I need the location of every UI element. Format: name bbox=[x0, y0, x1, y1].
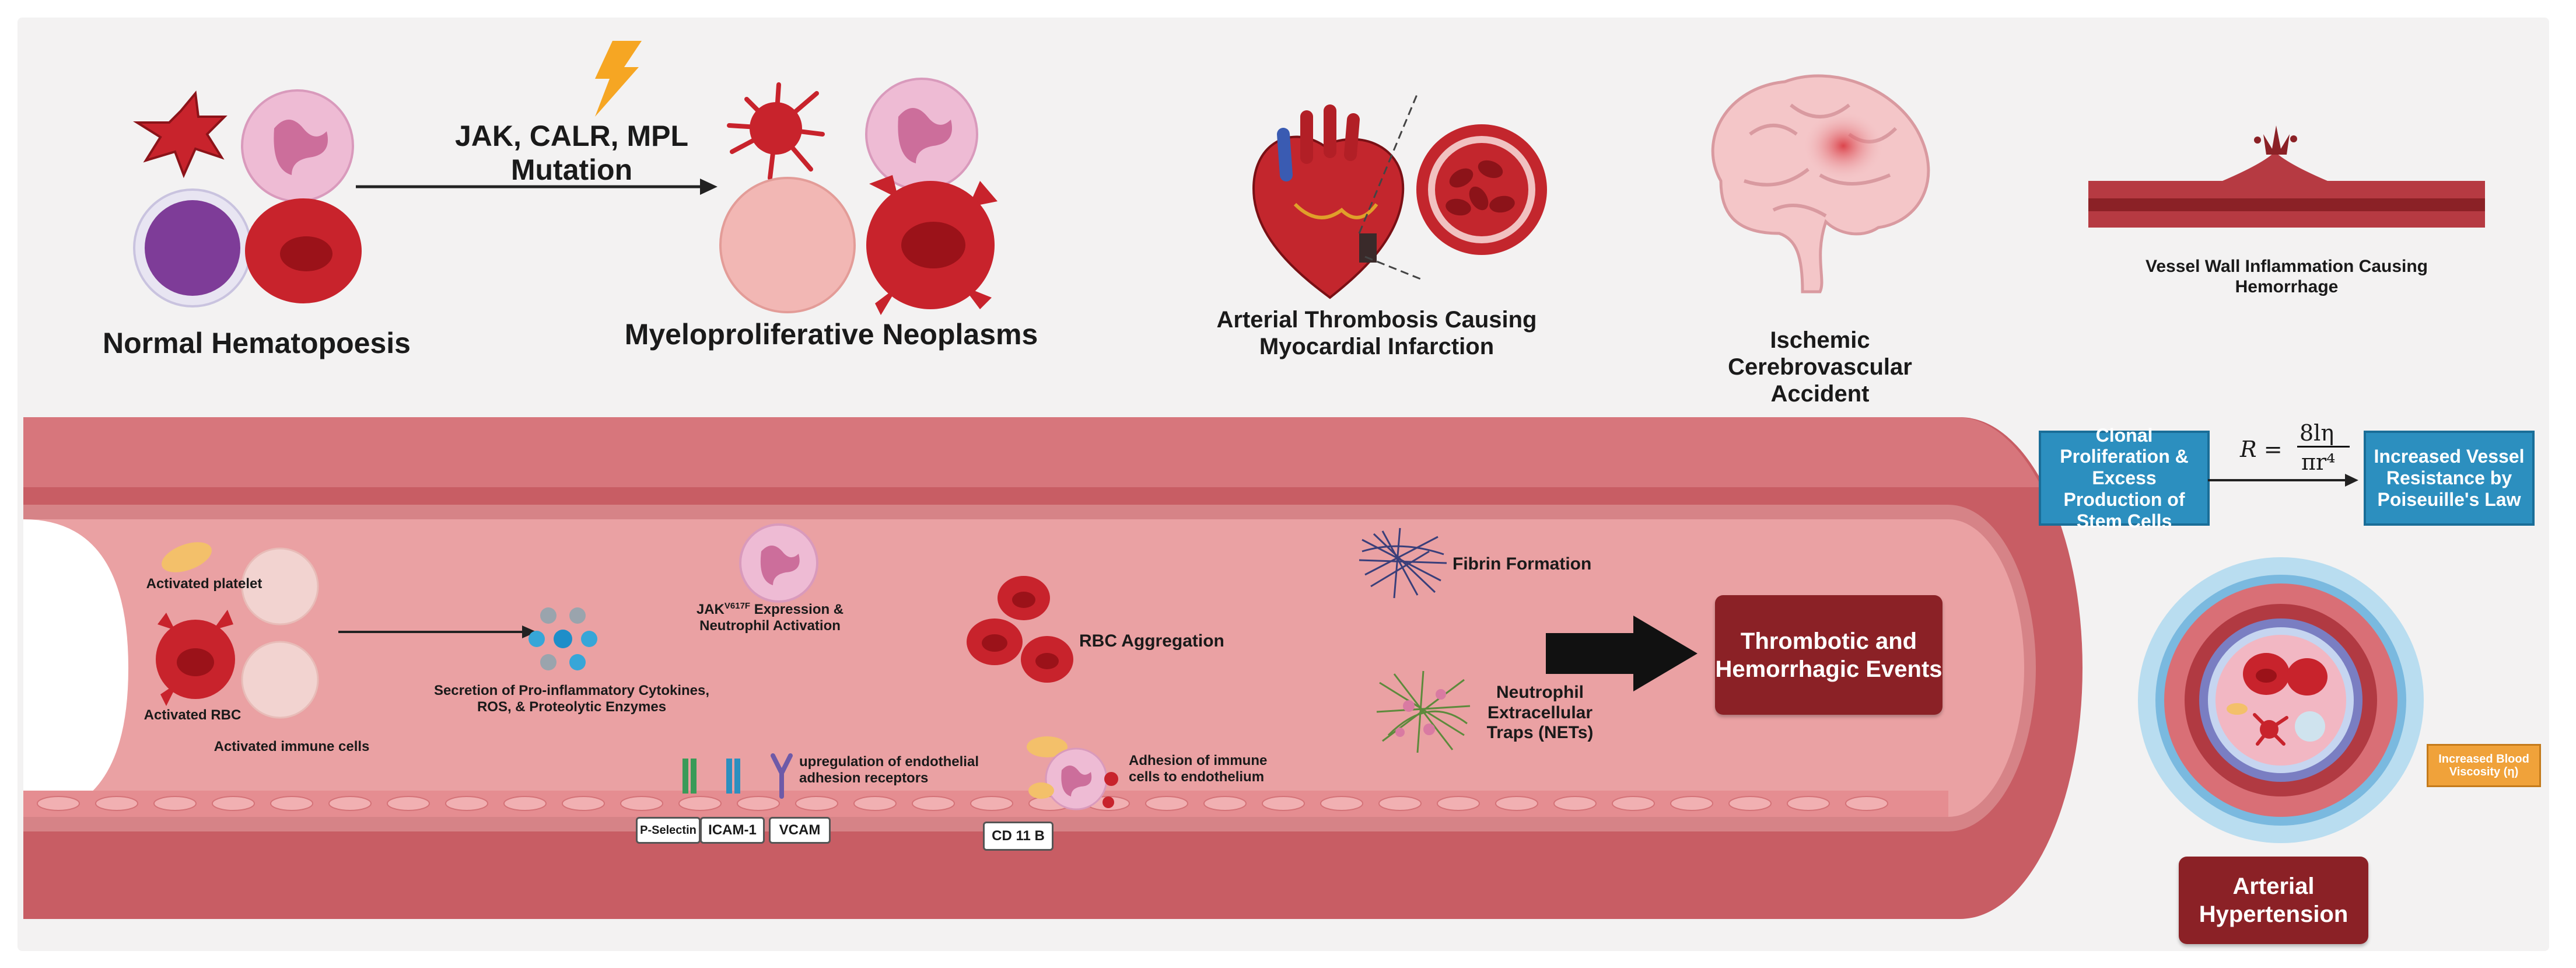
lightning-icon bbox=[595, 41, 642, 117]
mpn-cells-illustration bbox=[719, 78, 998, 315]
adhesion-cells-icon bbox=[1027, 736, 1118, 810]
mpn-label: Myeloproliferative Neoplasms bbox=[624, 318, 1038, 351]
pale-cell-icon bbox=[719, 177, 856, 313]
formula-arrow bbox=[2208, 474, 2358, 487]
formula-denominator: πr⁴ bbox=[2301, 449, 2336, 475]
zoom-lines bbox=[1358, 93, 1424, 281]
icam-receptor bbox=[726, 759, 740, 794]
brain-illustration bbox=[1711, 74, 1930, 293]
activated-rbc-label: Activated RBC bbox=[144, 707, 242, 723]
events-box: Thrombotic and Hemorrhagic Events bbox=[1715, 595, 1943, 715]
formula-lhs: R = bbox=[2240, 436, 2283, 462]
platelet-icon bbox=[133, 90, 228, 179]
p-selectin-tag: P-Selectin bbox=[636, 817, 701, 844]
upregulation-label: upregulation of endothelial adhesion rec… bbox=[799, 754, 979, 786]
hypertension-box: Arterial Hypertension bbox=[2179, 857, 2368, 944]
cd11b-tag: CD 11 B bbox=[983, 822, 1054, 851]
mutation-arrow bbox=[356, 179, 718, 195]
secretion-label: Secretion of Pro-inflammatory Cytokines,… bbox=[433, 683, 710, 715]
vcam-receptor bbox=[771, 753, 793, 799]
fibrin-icon bbox=[1359, 527, 1447, 599]
endothelium-cells bbox=[37, 796, 1888, 811]
clonal-proliferation-box: Clonal Proliferation & Excess Production… bbox=[2039, 425, 2210, 532]
p-selectin-receptor bbox=[682, 759, 696, 794]
platelet-icon bbox=[162, 542, 212, 572]
vessel-inflammation-label: Vessel Wall Inflammation Causing Hemorrh… bbox=[2145, 257, 2428, 296]
icam-tag: ICAM-1 bbox=[700, 817, 765, 844]
viscosity-box: Increased Blood Viscosity (η) bbox=[2427, 744, 2541, 787]
events-arrow bbox=[1546, 616, 1698, 691]
normal-hematopoiesis-label: Normal Hematopoesis bbox=[103, 327, 411, 359]
fibrin-label: Fibrin Formation bbox=[1452, 554, 1592, 574]
receptors-icon bbox=[682, 753, 793, 799]
nets-label: Neutrophil Extracellular Traps (NETs) bbox=[1486, 683, 1594, 742]
vessel-wall-illustration bbox=[2088, 125, 2485, 228]
activated-platelet-label: Activated platelet bbox=[146, 576, 262, 592]
stroke-label: Ischemic Cerebrovascular Accident bbox=[1728, 327, 1912, 407]
vcam-tag: VCAM bbox=[769, 817, 831, 844]
formula-numerator: 8lη bbox=[2300, 420, 2334, 446]
nets-icon bbox=[1376, 670, 1471, 753]
cytokine-dots bbox=[528, 607, 597, 670]
normal-cells-illustration bbox=[133, 89, 362, 307]
rbc-aggregation-icon bbox=[967, 576, 1073, 683]
secretion-arrow bbox=[338, 625, 537, 638]
vessel-cross-section bbox=[2138, 557, 2424, 843]
jak-neutrophil-icon bbox=[739, 523, 818, 603]
vessel-resistance-box: Increased Vessel Resistance by Poiseuill… bbox=[2364, 431, 2535, 526]
rbc-aggregation-label: RBC Aggregation bbox=[1079, 631, 1224, 651]
jak-expression-label: JAKV617F Expression & Neutrophil Activat… bbox=[696, 601, 844, 634]
adhesion-label: Adhesion of immune cells to endothelium bbox=[1129, 753, 1268, 785]
activated-immune-label: Activated immune cells bbox=[214, 739, 370, 754]
clot-cross-section bbox=[1416, 124, 1547, 255]
mi-label: Arterial Thrombosis Causing Myocardial I… bbox=[1216, 307, 1537, 359]
activated-cells-illustration bbox=[156, 542, 319, 719]
mutation-label: JAK, CALR, MPL Mutation bbox=[455, 120, 688, 186]
poiseuille-formula: R = 8lη πr⁴ bbox=[2234, 420, 2362, 475]
